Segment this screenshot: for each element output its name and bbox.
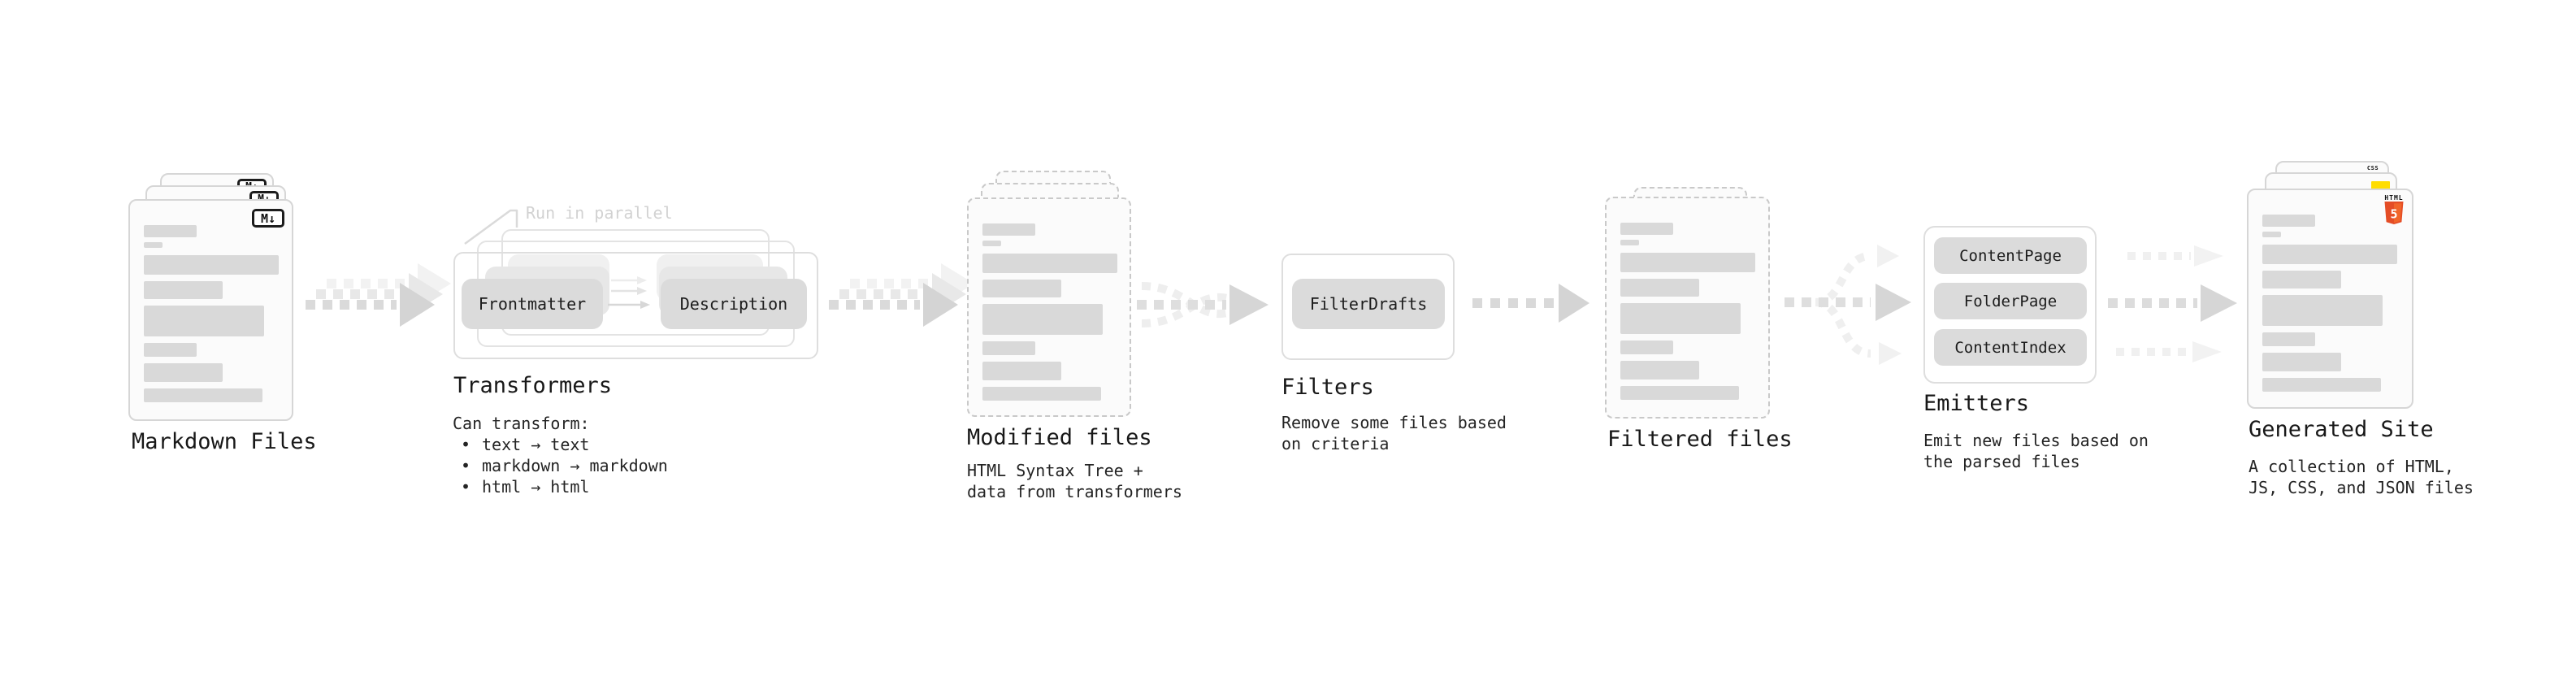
placeholder-bar xyxy=(2262,215,2315,227)
bullet-dot: • xyxy=(461,477,471,497)
transform-bullet: • text → text xyxy=(453,434,668,455)
placeholder-bar xyxy=(2262,232,2281,237)
placeholder-bar xyxy=(982,223,1035,236)
html5-wordmark: HTML xyxy=(2384,194,2404,202)
file-content-placeholder xyxy=(144,225,279,402)
html5-shield: 5 xyxy=(2384,202,2404,224)
desc-line: on criteria xyxy=(1281,434,1390,453)
placeholder-bar xyxy=(1620,340,1673,354)
transform-bullet: • markdown → markdown xyxy=(453,455,668,476)
placeholder-bar xyxy=(982,254,1117,273)
bullet-text: text → text xyxy=(482,435,590,454)
stage-label-emitters: Emitters xyxy=(1923,391,2030,416)
transformer-chip-frontmatter: Frontmatter xyxy=(462,279,603,329)
placeholder-bar xyxy=(144,343,197,357)
placeholder-bar xyxy=(982,362,1061,380)
filtered-file-card-front xyxy=(1605,197,1770,419)
html5-number: 5 xyxy=(2390,207,2397,222)
flow-arrow-fan-out xyxy=(1785,245,1911,365)
file-content-placeholder xyxy=(1620,223,1755,400)
placeholder-bar xyxy=(1620,386,1739,400)
placeholder-bar xyxy=(1620,223,1673,235)
flow-arrow-fan-in xyxy=(1137,282,1268,327)
desc-line: Emit new files based on xyxy=(1923,431,2149,450)
filters-container xyxy=(1281,254,1455,360)
generated-site-description: A collection of HTML, JS, CSS, and JSON … xyxy=(2249,456,2474,498)
placeholder-bar xyxy=(1620,361,1699,380)
transformer-chip-description: Description xyxy=(661,279,807,329)
stage-label-filters: Filters xyxy=(1281,375,1374,400)
placeholder-bar xyxy=(144,363,223,382)
transformer-layer-front xyxy=(453,252,818,359)
css-label: CSS xyxy=(2366,165,2379,171)
placeholder-bar xyxy=(144,225,197,237)
emitters-description: Emit new files based on the parsed files xyxy=(1923,430,2149,472)
placeholder-bar xyxy=(1620,279,1699,297)
placeholder-bar xyxy=(982,241,1001,246)
modified-file-card-front xyxy=(967,197,1131,417)
flow-arrow-filters-to-filtered xyxy=(1472,284,1589,323)
emitter-chip-contentindex: ContentIndex xyxy=(1934,329,2087,366)
placeholder-bar xyxy=(2262,378,2381,392)
markdown-icon: M↓ xyxy=(252,209,284,228)
parallel-note-leader-line xyxy=(464,209,518,245)
bullet-text: markdown → markdown xyxy=(482,456,668,475)
placeholder-bar xyxy=(2262,245,2397,264)
filter-chip-filterdrafts: FilterDrafts xyxy=(1292,279,1445,329)
desc-line: HTML Syntax Tree + xyxy=(967,461,1143,480)
parallel-note: Run in parallel xyxy=(526,203,673,223)
chip-flow-arrows xyxy=(608,276,650,309)
desc-line: data from transformers xyxy=(967,482,1182,501)
stage-label-filtered-files: Filtered files xyxy=(1607,427,1793,452)
transformers-description: Can transform: • text → text • markdown … xyxy=(453,413,668,497)
placeholder-bar xyxy=(2262,271,2341,288)
placeholder-bar xyxy=(982,304,1103,335)
emitter-chip-folderpage: FolderPage xyxy=(1934,283,2087,319)
placeholder-bar xyxy=(2262,295,2383,326)
desc-line: A collection of HTML, xyxy=(2249,457,2454,476)
flow-arrow-transformers-to-modified xyxy=(829,263,974,327)
stage-label-markdown-files: Markdown Files xyxy=(132,429,317,454)
modified-files-description: HTML Syntax Tree + data from transformer… xyxy=(967,460,1182,502)
file-content-placeholder xyxy=(2262,215,2397,392)
placeholder-bar xyxy=(1620,253,1755,272)
transform-bullet: • html → html xyxy=(453,476,668,497)
desc-line: Remove some files based xyxy=(1281,413,1507,432)
placeholder-bar xyxy=(144,388,262,402)
stage-label-modified-files: Modified files xyxy=(967,425,1152,450)
placeholder-bar xyxy=(144,242,163,248)
filters-description: Remove some files based on criteria xyxy=(1281,412,1507,454)
site-file-card-html: HTML 5 xyxy=(2247,189,2413,409)
stage-label-generated-site: Generated Site xyxy=(2249,417,2434,442)
placeholder-bar xyxy=(982,387,1101,401)
desc-line: the parsed files xyxy=(1923,452,2080,471)
file-content-placeholder xyxy=(982,223,1117,401)
placeholder-bar xyxy=(982,341,1035,355)
desc-line: JS, CSS, and JSON files xyxy=(2249,478,2474,497)
placeholder-bar xyxy=(2262,332,2315,346)
js-file-icon xyxy=(2371,181,2390,190)
flow-arrow-emitters-to-site xyxy=(2108,245,2237,362)
stage-label-transformers: Transformers xyxy=(453,373,613,398)
placeholder-bar xyxy=(144,281,223,299)
transformers-desc-heading: Can transform: xyxy=(453,414,590,433)
html5-icon: HTML 5 xyxy=(2383,194,2405,228)
bullet-dot: • xyxy=(461,435,471,454)
placeholder-bar xyxy=(982,280,1061,297)
bullet-dot: • xyxy=(461,456,471,475)
placeholder-bar xyxy=(144,255,279,275)
emitters-container xyxy=(1923,226,2097,384)
placeholder-bar xyxy=(1620,240,1639,245)
placeholder-bar xyxy=(2262,353,2341,371)
placeholder-bar xyxy=(144,306,264,336)
emitter-chip-contentpage: ContentPage xyxy=(1934,237,2087,274)
markdown-file-card-front: M↓ xyxy=(128,199,293,421)
placeholder-bar xyxy=(1620,303,1741,334)
flow-arrow-files-to-transformers xyxy=(306,263,451,327)
bullet-text: html → html xyxy=(482,477,590,497)
